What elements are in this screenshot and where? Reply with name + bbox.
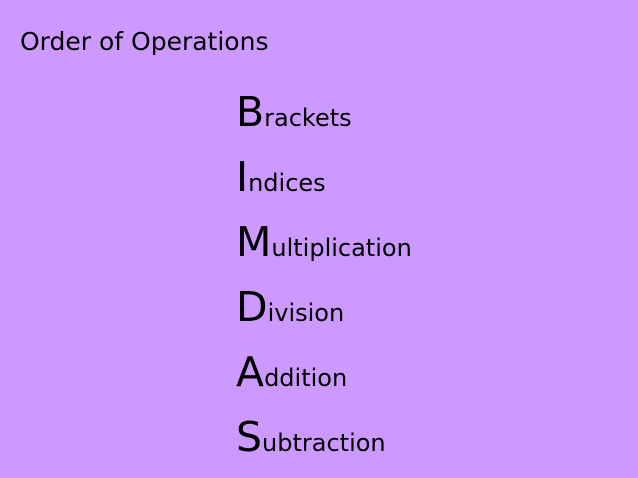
list-item-rest: ddition (264, 364, 348, 392)
list-item-initial: M (236, 218, 272, 266)
list-item-initial: I (236, 153, 249, 201)
list-item-rest: ndices (248, 169, 326, 197)
slide-title: Order of Operations (20, 27, 269, 56)
list-item-initial: A (236, 348, 265, 396)
list-item-initial: S (236, 413, 263, 461)
list-item-rest: rackets (264, 104, 352, 132)
list-item-rest: ivision (267, 299, 345, 327)
list-item-rest: ubtraction (262, 429, 386, 457)
list-item-initial: D (236, 283, 268, 331)
list-item-rest: ultiplication (271, 234, 412, 262)
list-item-initial: B (236, 88, 265, 136)
